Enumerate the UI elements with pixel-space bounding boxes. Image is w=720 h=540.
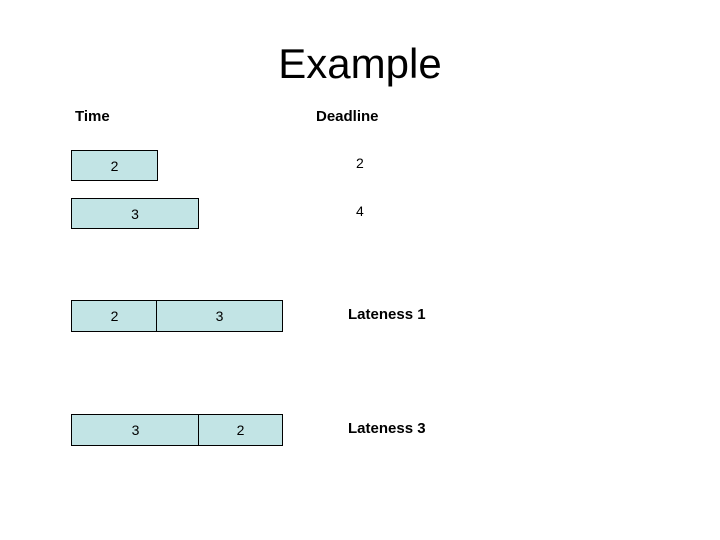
bar-segment[interactable]: 3 <box>71 198 199 229</box>
column-header-time: Time <box>75 108 110 125</box>
deadline-value: 2 <box>356 155 364 171</box>
bar-segment[interactable]: 2 <box>71 150 158 181</box>
lateness-label: Lateness 3 <box>348 420 426 437</box>
page-title: Example <box>278 40 442 87</box>
lateness-label: Lateness 1 <box>348 306 426 323</box>
deadline-value: 4 <box>356 203 364 219</box>
bar-segment[interactable]: 3 <box>156 300 283 332</box>
bar-segment[interactable]: 2 <box>198 414 283 446</box>
column-header-deadline: Deadline <box>316 108 379 125</box>
bar-segment[interactable]: 2 <box>71 300 158 332</box>
bar-segment[interactable]: 3 <box>71 414 200 446</box>
